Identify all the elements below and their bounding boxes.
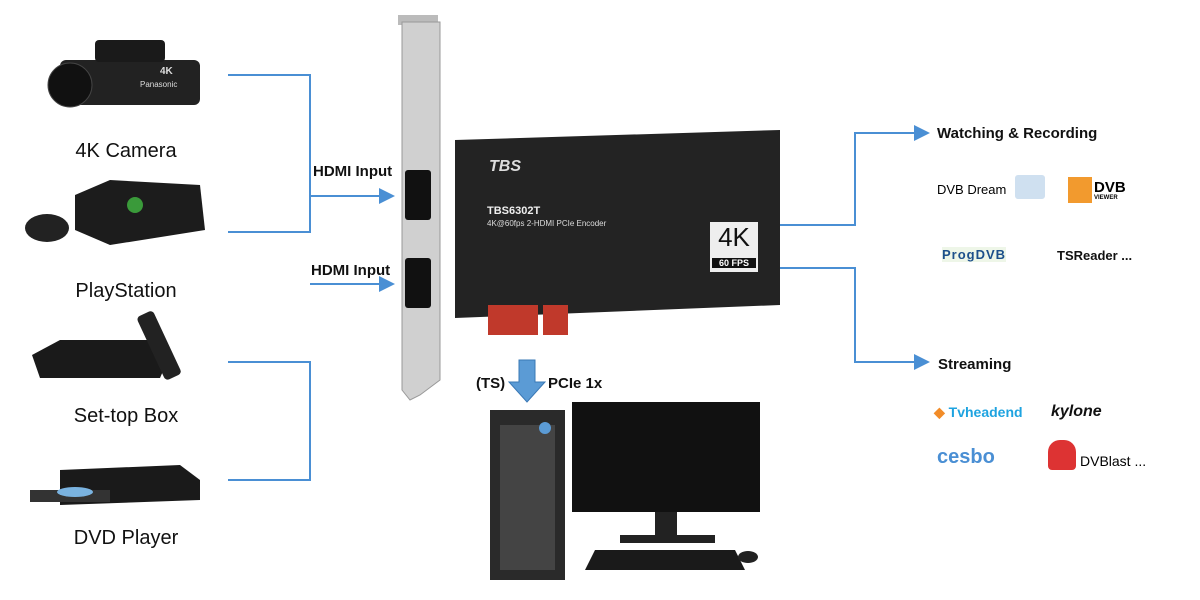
dvbviewer-logo: DVB	[1094, 178, 1126, 196]
monitor-icon	[572, 402, 760, 570]
app-dvb-dream: DVB Dream	[937, 182, 1007, 197]
app-kylone: kylone	[1051, 403, 1102, 420]
app-progdvb: ProgDVB	[942, 247, 1007, 262]
pcie-label: PCIe 1x	[548, 375, 603, 392]
card-badge-4k: 4K	[718, 222, 750, 252]
capture-card	[455, 130, 780, 318]
app-tsreader: TSReader ...	[1057, 248, 1133, 263]
streaming-title: Streaming	[938, 356, 1012, 373]
app-cesbo: cesbo	[937, 446, 995, 468]
camera-badge: 4K	[160, 66, 173, 77]
dvbviewer-sub: VIEWER	[1094, 194, 1118, 201]
hdmi-input-label-2: HDMI Input	[311, 262, 391, 279]
app-dvblast: DVBlast ...	[1080, 453, 1147, 469]
watching-title: Watching & Recording	[937, 125, 1098, 142]
set-top-box-icon	[32, 311, 181, 380]
source-label-playstation: PlayStation	[75, 280, 177, 302]
tvheadend-icon: ◆	[934, 404, 945, 420]
dvd-player-icon	[30, 465, 200, 505]
card-model: TBS6302T	[487, 205, 541, 217]
app-dvbviewer: DVB VIEWER	[1068, 177, 1126, 203]
dvb-dream-icon	[1015, 175, 1045, 199]
camera-brand: Panasonic	[140, 80, 178, 89]
app-tvheadend: ◆ Tvheadend	[934, 404, 1023, 421]
dvblast-rocket-icon	[1048, 440, 1076, 470]
hdmi-input-label-1: HDMI Input	[313, 163, 393, 180]
computer-tower-icon	[490, 410, 565, 580]
card-description: 4K@60fps 2-HDMI PCIe Encoder	[487, 219, 607, 228]
hdmi-port-1	[405, 170, 431, 220]
camcorder-icon	[47, 40, 200, 108]
tbs-logo: TBS	[489, 158, 521, 175]
source-label-dvd: DVD Player	[73, 527, 179, 549]
source-label-camera: 4K Camera	[75, 140, 177, 162]
hdmi-port-2	[405, 258, 431, 308]
ts-label: (TS)	[476, 375, 506, 392]
card-badge-fps: 60 FPS	[712, 258, 756, 268]
game-console-icon	[25, 180, 205, 245]
down-arrow-icon	[507, 359, 547, 403]
source-label-set-top-box: Set-top Box	[73, 405, 179, 427]
tvheadend-label: Tvheadend	[948, 404, 1023, 420]
rss-icon	[1068, 177, 1092, 203]
